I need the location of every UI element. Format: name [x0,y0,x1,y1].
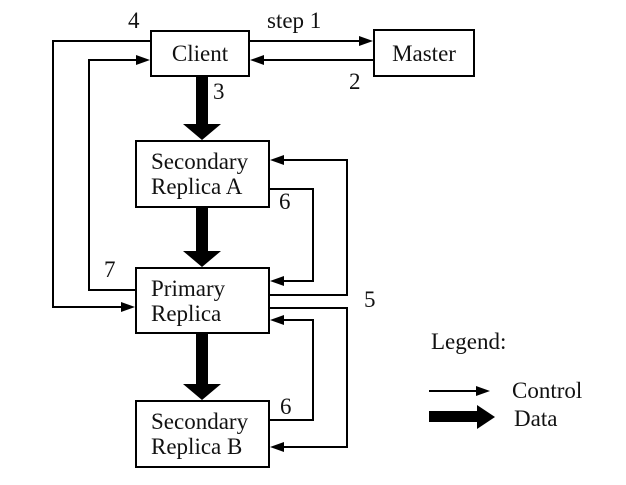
data-edge-seca-primary-shaft [196,208,208,251]
node-client-label: Client [171,41,229,66]
legend-control-arrowhead-icon [476,386,490,396]
edge-6b-arrowhead-icon [270,315,284,325]
legend-data-arrow-shaft [429,411,477,422]
node-secondary-b-line2: Replica B [151,434,243,459]
edge-7-arrowhead-icon [136,55,150,65]
node-master-label: Master [392,40,456,66]
edge-5b-out-line [270,307,348,309]
edge-5b-in-line [283,446,348,448]
edge-2-line [263,59,373,61]
edge-6b-in-line [283,319,314,321]
node-client: Client [150,30,250,77]
edge-4-bottom-line [52,306,122,308]
node-secondary-replica-a: Secondary Replica A [135,140,270,208]
legend-control-arrow-line [429,390,477,392]
label-step-3: 3 [213,79,225,104]
edge-5b-arrowhead-icon [270,442,284,452]
edge-6a-out-line [270,188,314,190]
label-step-2: 2 [349,69,361,94]
edge-5b-vertical-line [346,307,348,448]
data-edge-client-seca-shaft [196,77,208,124]
node-primary-line2: Replica [151,300,222,326]
edge-6a-vertical-line [312,188,314,282]
label-step-7: 7 [104,257,116,282]
legend-control-label: Control [512,378,583,403]
label-step-6-lower: 6 [280,394,292,419]
legend-data-label: Data [514,406,558,431]
edge-6a-arrowhead-icon [270,276,284,286]
data-edge-primary-secb-shaft [196,334,208,384]
edge-4-arrowhead-icon [121,302,135,312]
node-primary-line1: Primary [151,275,226,301]
label-step-6-upper: 6 [279,189,291,214]
edge-7-bottom-line [88,289,135,291]
edge-4-top-line [52,40,150,42]
edge-6b-out-line [270,419,314,421]
edge-7-top-line [88,59,136,61]
edge-7-vertical-line [88,59,90,291]
legend-title: Legend: [431,329,507,354]
edge-5a-in-line [283,159,348,161]
edge-5a-vertical-line [346,159,348,296]
node-secondary-replica-b: Secondary Replica B [135,400,270,468]
data-edge-seca-primary-arrowhead-icon [183,251,221,267]
node-secondary-a-line2: Replica A [151,174,243,199]
node-secondary-a-line1: Secondary [151,149,249,174]
edge-step1-arrowhead-icon [359,36,373,46]
edge-2-arrowhead-icon [250,55,264,65]
node-primary-replica: Primary Replica [135,267,270,334]
edge-step1-line [250,40,360,42]
data-edge-client-seca-arrowhead-icon [183,124,221,140]
edge-6b-vertical-line [312,319,314,421]
label-step-5: 5 [364,287,376,312]
edge-4-vertical-line [52,40,54,307]
edge-5a-out-line [270,294,348,296]
node-master: Master [373,29,475,77]
edge-5a-arrowhead-icon [270,155,284,165]
edge-6a-in-line [283,280,314,282]
legend-data-arrowhead-icon [477,405,495,429]
label-step-1: step 1 [267,8,322,33]
label-step-4: 4 [128,8,140,33]
node-secondary-b-line1: Secondary [151,409,249,434]
data-edge-primary-secb-arrowhead-icon [183,384,221,400]
